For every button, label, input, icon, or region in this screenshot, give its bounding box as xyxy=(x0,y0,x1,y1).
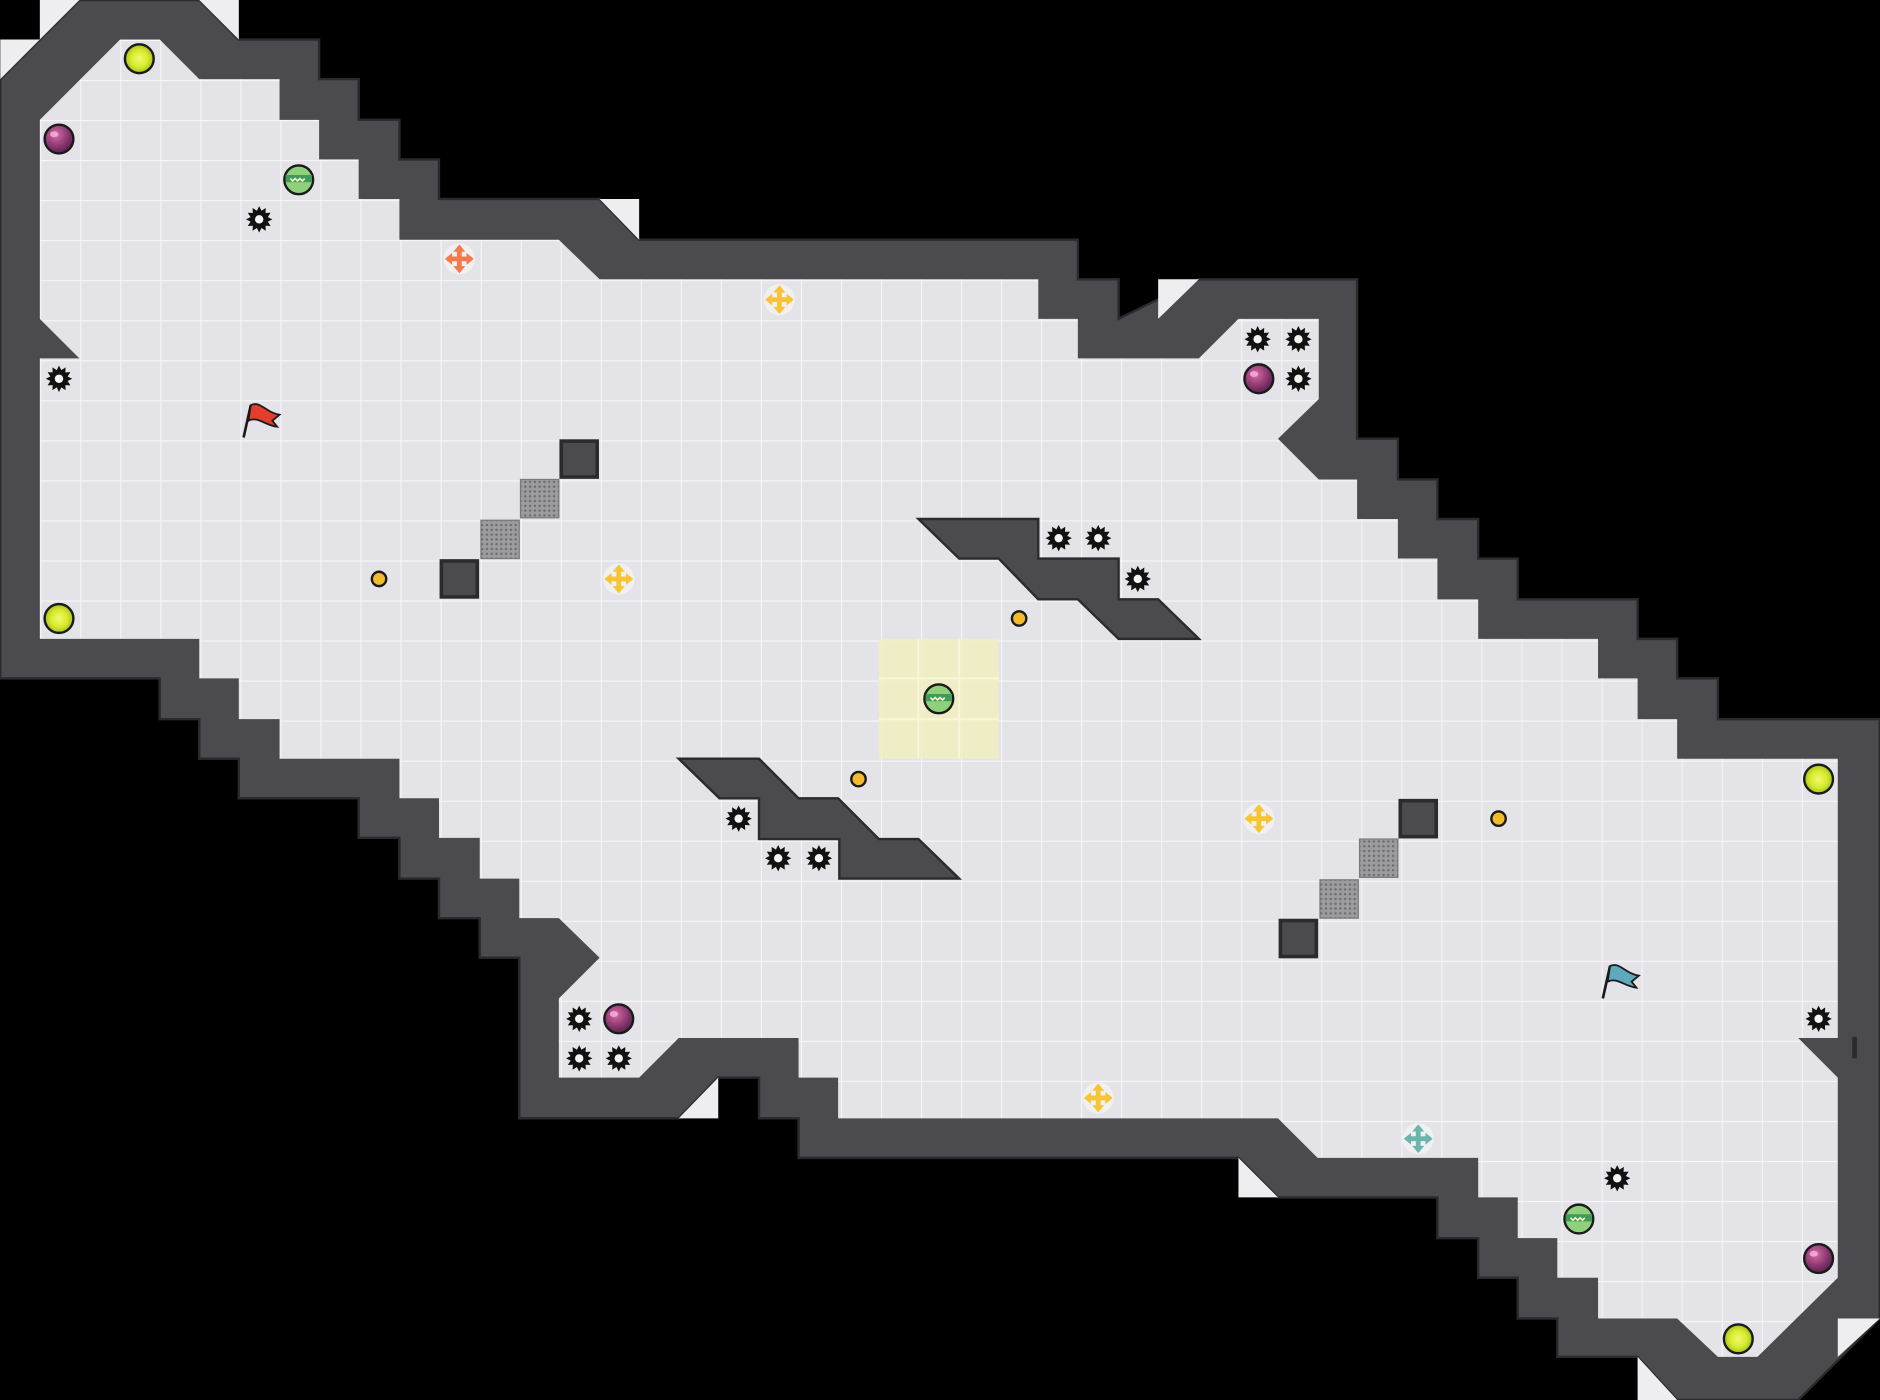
ball-green-striped-icon xyxy=(1563,1203,1595,1235)
spike-icon xyxy=(1805,1005,1832,1033)
ball-purple-icon xyxy=(603,1003,635,1035)
spike-icon xyxy=(1604,1165,1631,1192)
spike-icon xyxy=(1124,565,1151,593)
spike-icon xyxy=(1244,326,1271,353)
ball-yellow-icon xyxy=(123,43,155,75)
wall-blocks xyxy=(439,439,1439,959)
ball-purple-icon xyxy=(1243,363,1275,395)
boost-teal-icon xyxy=(1402,1123,1434,1155)
spike-icon xyxy=(605,1045,632,1072)
yellow-dot-icon xyxy=(370,570,388,588)
boost-yellow-icon xyxy=(603,563,635,595)
gate-tiles xyxy=(480,478,1399,919)
boost-orange-icon xyxy=(443,243,475,275)
boost-yellow-icon xyxy=(1082,1082,1114,1114)
spike-icon xyxy=(566,1045,593,1072)
ball-green-striped-icon xyxy=(923,683,955,715)
spike-icon xyxy=(1285,365,1312,392)
spike-icon xyxy=(805,845,833,872)
ball-purple-icon xyxy=(1803,1242,1835,1275)
ball-yellow-icon xyxy=(1722,1323,1754,1355)
ball-yellow-icon xyxy=(1803,763,1835,795)
yellow-dot-icon xyxy=(1490,810,1507,828)
flag-red-icon xyxy=(242,403,282,438)
ball-green-striped-icon xyxy=(283,164,315,196)
spike-icon xyxy=(1045,525,1072,552)
boost-yellow-icon xyxy=(763,284,795,316)
ball-purple-icon xyxy=(43,123,75,155)
wall-ramp xyxy=(675,757,963,880)
wall-ramp xyxy=(915,517,1202,641)
spike-icon xyxy=(765,845,792,872)
spike-icon xyxy=(1085,525,1112,552)
spike-icon xyxy=(245,206,273,233)
ball-yellow-icon xyxy=(43,602,75,635)
yellow-dot-icon xyxy=(1010,610,1028,627)
spike-icon xyxy=(45,365,73,392)
boost-yellow-icon xyxy=(1243,803,1275,835)
yellow-dot-icon xyxy=(850,770,867,788)
spike-icon xyxy=(566,1005,593,1033)
flag-teal-icon xyxy=(1601,964,1641,999)
spike-icon xyxy=(725,805,752,832)
spike-icon xyxy=(1285,326,1312,353)
